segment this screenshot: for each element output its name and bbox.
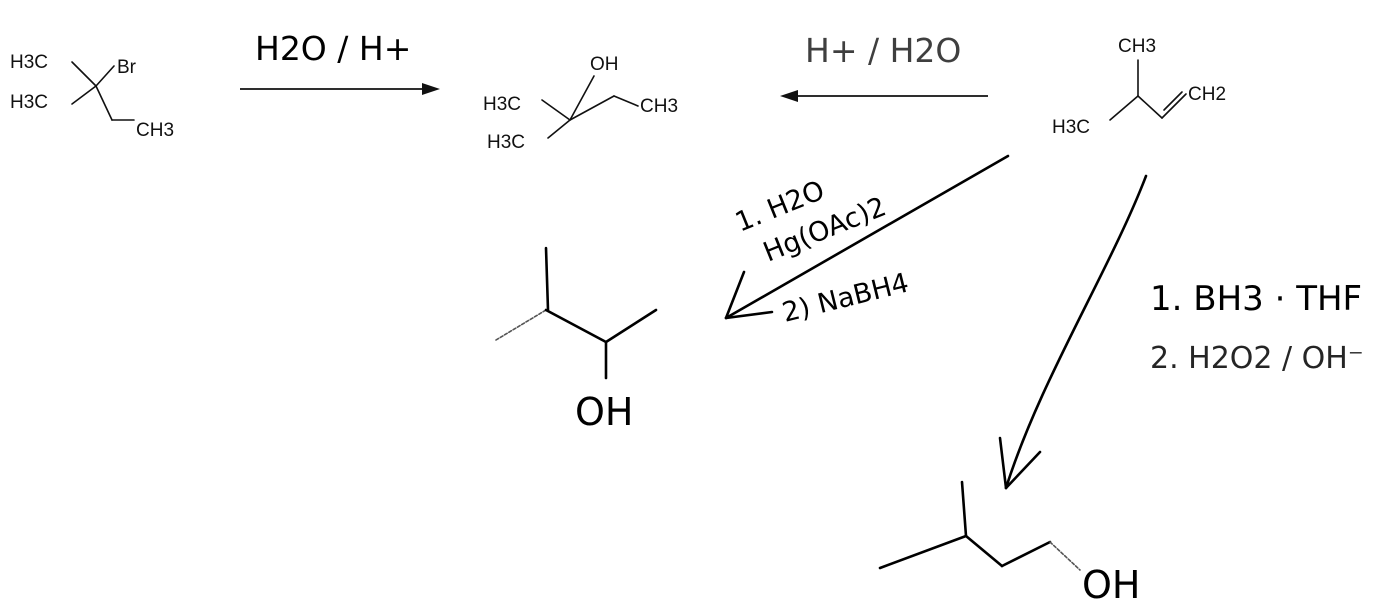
reagent-hydrolysis: H2O / H+ — [255, 29, 411, 68]
molecule-alkene: CH3 H3C CH2 — [1052, 36, 1226, 138]
bond — [95, 85, 113, 121]
molecule-secondary-alcohol: OH — [495, 246, 658, 434]
bond — [547, 119, 571, 139]
bromide-h3c-bottom: H3C — [10, 92, 48, 113]
primary-alcohol-oh: OH — [1082, 563, 1140, 607]
double-bond-inner — [1163, 91, 1183, 111]
bond — [71, 61, 97, 87]
reagent-hydroboration-step2: 2. H2O2 / OH⁻ — [1150, 341, 1364, 376]
bromide-br: Br — [117, 57, 137, 78]
bond — [95, 65, 115, 87]
tertiary-alcohol-h3c-top: H3C — [483, 94, 521, 115]
secondary-alcohol-oh: OH — [575, 390, 633, 434]
arrow-oxymercuration — [724, 154, 1010, 320]
arrow-acid-hydration — [780, 90, 988, 102]
reagent-hydroboration-step1: 1. BH3 · THF — [1150, 279, 1362, 319]
bromide-h3c-top: H3C — [10, 52, 48, 73]
tertiary-alcohol-ch3: CH3 — [640, 96, 678, 117]
arrow-hydroboration — [998, 174, 1148, 490]
bond — [1137, 95, 1163, 119]
molecule-bromide: H3C Br H3C CH3 — [10, 52, 174, 141]
bond — [541, 99, 571, 121]
bond — [569, 75, 595, 121]
tertiary-alcohol-oh: OH — [590, 54, 619, 75]
bromide-ch3: CH3 — [136, 120, 174, 141]
molecule-primary-alcohol: OH — [878, 480, 1140, 607]
tertiary-alcohol-h3c-bottom: H3C — [487, 132, 525, 153]
alkene-h3c: H3C — [1052, 117, 1090, 138]
bond — [569, 95, 615, 121]
double-bond-outer — [1161, 93, 1187, 119]
bond — [613, 95, 639, 107]
reagent-acid-hydration: H+ / H2O — [805, 31, 961, 70]
bond — [71, 85, 97, 105]
molecule-tertiary-alcohol: OH H3C CH3 H3C — [483, 54, 678, 153]
bond — [1109, 95, 1139, 121]
arrow-hydrolysis — [240, 83, 440, 95]
alkene-ch2: CH2 — [1188, 84, 1226, 105]
alkene-ch3: CH3 — [1118, 36, 1156, 57]
